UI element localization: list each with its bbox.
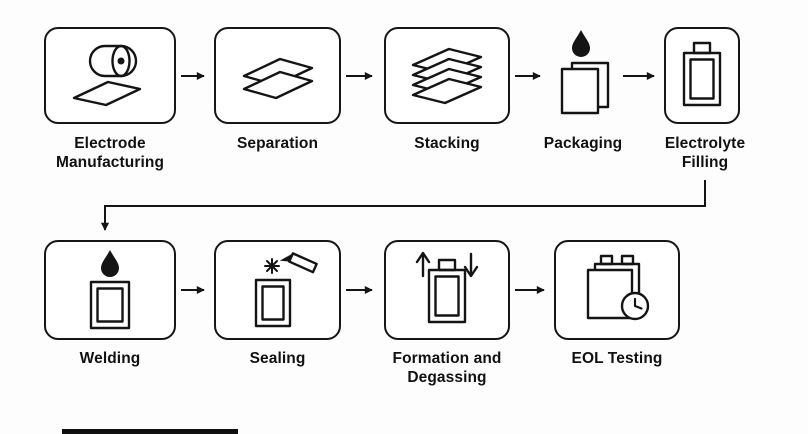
node-label-separation: Separation [236,135,319,152]
node-separation [214,27,341,124]
bottom-edge-bar [62,429,238,434]
node-label-sealing: Sealing [249,350,306,367]
battery-clock-icon [586,254,650,321]
node-label-packaging: Packaging [543,135,623,152]
node-sealing [214,240,341,340]
node-welding [44,240,176,340]
node-formation-degassing [384,240,510,340]
pouch-droplet-icon [560,30,610,115]
node-label-welding: Welding [79,350,141,367]
pouch-cell-icon [682,41,722,106]
node-label-formation-degassing: Formation and Degassing [392,350,502,387]
node-label-electrolyte-filling: Electrolyte Filling [664,135,746,172]
node-electrode-manufacturing [44,27,176,124]
droplet-pouch-icon [89,250,131,330]
node-eol-testing [554,240,680,340]
stacked-sheets-icon [411,47,483,104]
node-label-eol-testing: EOL Testing [571,350,663,367]
separator-sheets-icon [242,57,313,99]
electrode-roll-icon [72,44,142,106]
node-packaging [546,26,620,122]
node-stacking [384,27,510,124]
pouch-updown-arrows-icon [415,251,479,324]
node-label-electrode-manufacturing: Electrode Manufacturing [55,135,165,172]
pouch-torch-spark-icon [254,252,318,328]
node-label-stacking: Stacking [414,135,480,152]
node-electrolyte-filling [664,27,740,124]
